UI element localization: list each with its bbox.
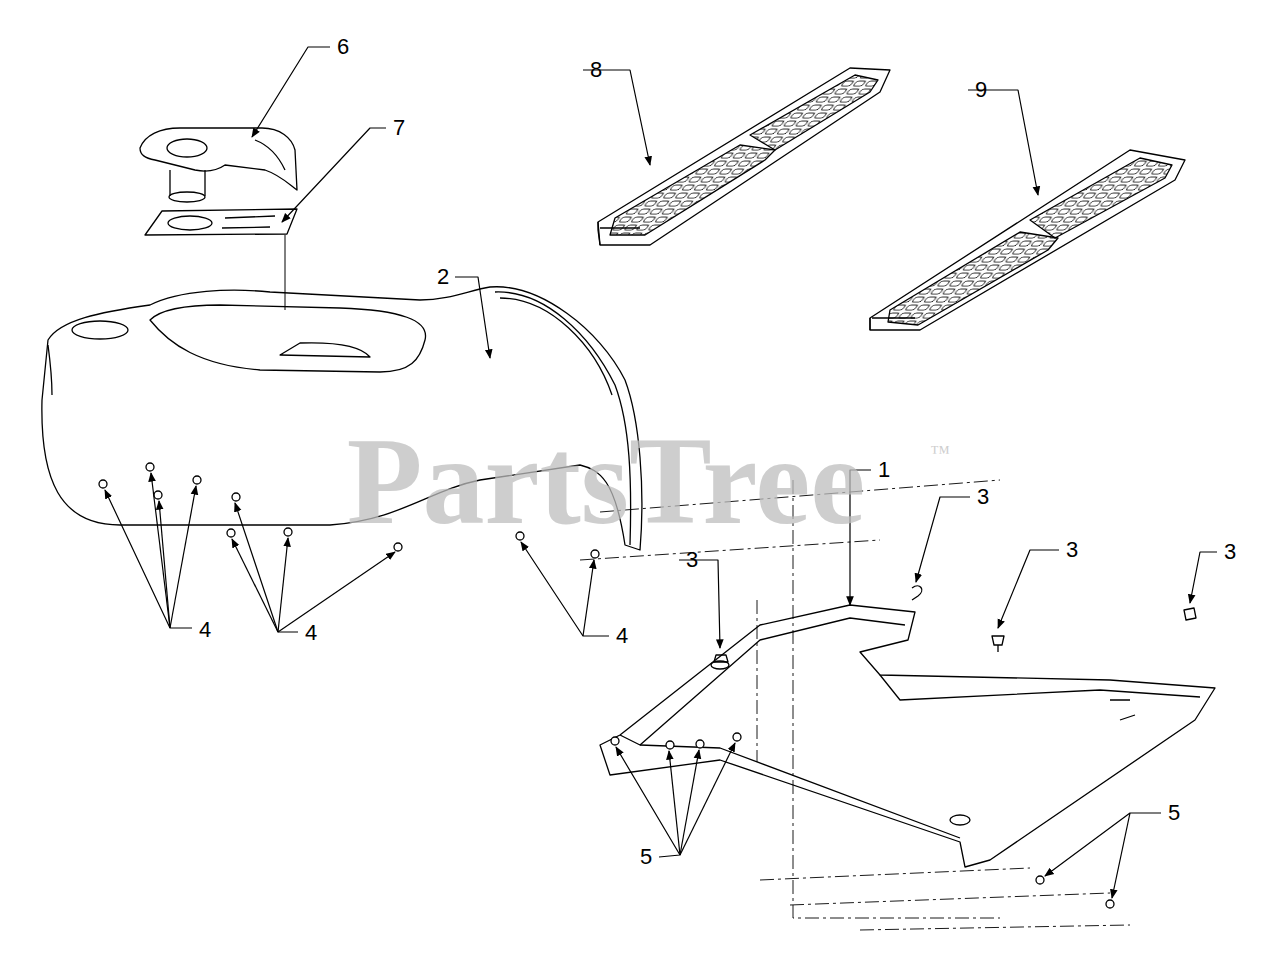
callout-number: 8 [590, 59, 602, 81]
footplate [598, 68, 890, 245]
callout-number: 7 [393, 117, 405, 139]
trademark-mark: ™ [930, 442, 950, 462]
assembly-line [580, 480, 1130, 930]
callout-number: 5 [1168, 802, 1180, 824]
callout-number: 9 [975, 79, 987, 101]
frame-plate [600, 605, 1215, 867]
leader-line [105, 47, 1217, 898]
callout-number: 3 [1066, 539, 1078, 561]
callout-number: 4 [199, 619, 211, 641]
callout-number: 3 [1224, 541, 1236, 563]
callout-number: 2 [437, 266, 449, 288]
callout-number: 4 [616, 625, 628, 647]
footplate [870, 150, 1185, 330]
callout-number: 6 [337, 36, 349, 58]
callout-number: 5 [640, 846, 652, 868]
watermark: PartsTree [347, 420, 866, 544]
clip [714, 586, 1196, 662]
callout-number: 3 [686, 549, 698, 571]
callout-number: 1 [878, 459, 890, 481]
callout-number: 3 [977, 486, 989, 508]
nut [611, 733, 1114, 908]
console-plate [145, 209, 297, 235]
callout-number: 4 [305, 622, 317, 644]
shift-cover [140, 128, 297, 202]
